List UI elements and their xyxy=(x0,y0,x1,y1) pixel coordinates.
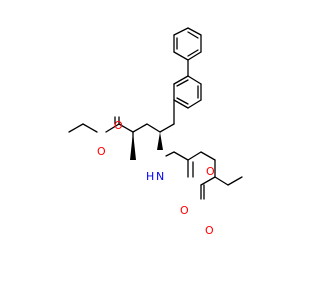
atom-label-n-amide: N xyxy=(156,170,164,183)
atom-label-o-amide-carbonyl: O xyxy=(206,165,215,178)
phenyl-ring-bottom xyxy=(173,75,202,109)
wedge-bond-amine xyxy=(157,132,163,150)
ester-left xyxy=(68,116,134,133)
atom-label-o-ester-left-single: O xyxy=(97,145,106,158)
phenyl-ring-top xyxy=(173,27,202,61)
wedge-bond-methyl xyxy=(130,132,136,160)
atom-label-o-ester-right-carbonyl: O xyxy=(180,204,189,217)
atom-label-h-amide: H xyxy=(146,170,154,183)
main-chain xyxy=(132,99,175,151)
atom-label-o-ester-right-single: O xyxy=(205,224,214,237)
chemical-structure-diagram: O O N H O O O xyxy=(68,27,243,237)
atom-label-o-ester-left-carbonyl: O xyxy=(114,119,123,132)
amide-chain xyxy=(165,151,243,200)
